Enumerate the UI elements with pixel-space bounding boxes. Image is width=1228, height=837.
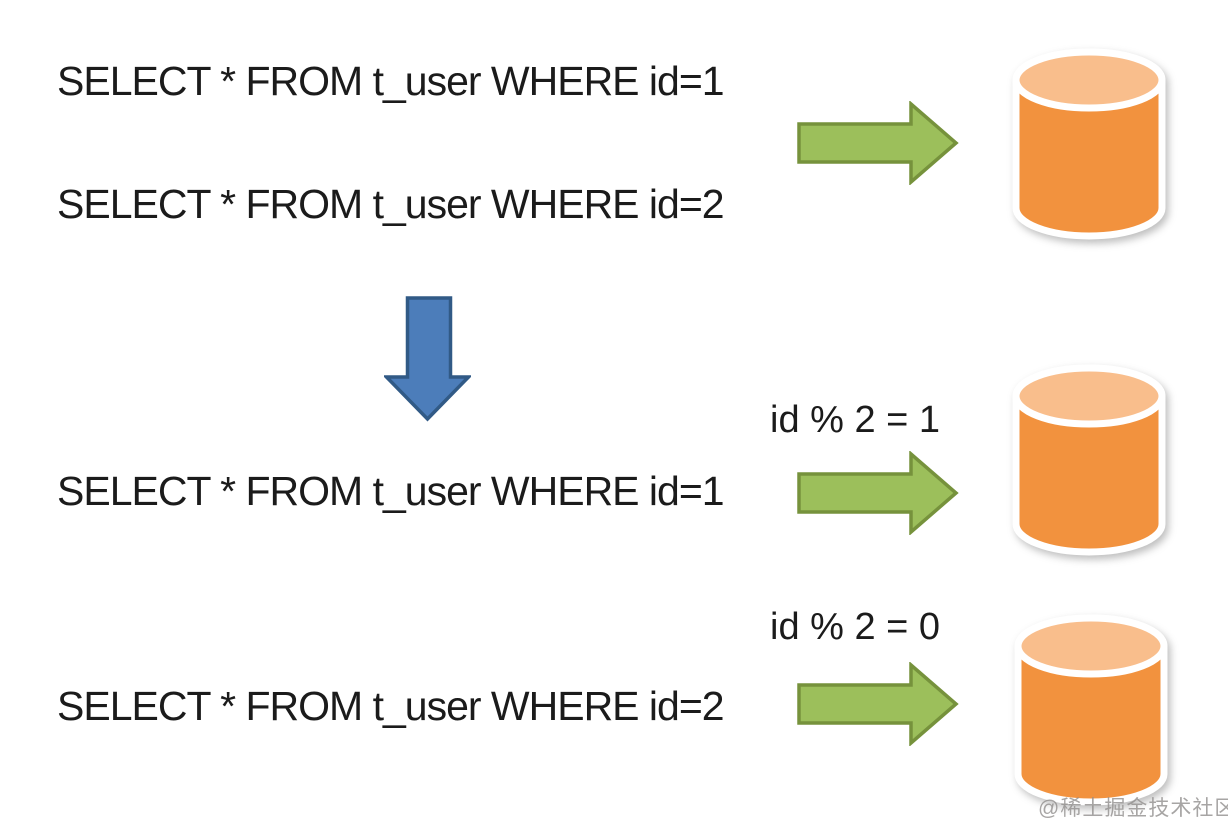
blue-down-arrow-icon: [384, 296, 471, 422]
sql-query-text-3: SELECT * FROM t_user WHERE id=1: [57, 468, 725, 514]
blue-down-arrow-shape: [384, 296, 471, 422]
green-right-arrow-shape: [797, 101, 959, 185]
green-right-arrow-icon: [797, 451, 959, 535]
database-cylinder-icon: [1014, 614, 1168, 806]
database-top: [1014, 614, 1168, 678]
database-cylinder-icon: [1012, 48, 1166, 240]
database-top: [1012, 364, 1166, 428]
database-cylinder-icon: [1012, 364, 1166, 556]
sql-query-text-1: SELECT * FROM t_user WHERE id=1: [57, 58, 725, 104]
route-condition-label-2: id % 2 = 0: [770, 606, 941, 648]
sql-query-text-4: SELECT * FROM t_user WHERE id=2: [57, 683, 725, 729]
route-condition-label-1: id % 2 = 1: [770, 399, 941, 441]
green-right-arrow-shape: [797, 662, 959, 746]
green-right-arrow-shape: [797, 451, 959, 535]
database-top: [1012, 48, 1166, 112]
green-right-arrow-icon: [797, 101, 959, 185]
sql-query-text-2: SELECT * FROM t_user WHERE id=2: [57, 181, 725, 227]
watermark-text: @稀土掘金技术社区: [1038, 797, 1228, 820]
green-right-arrow-icon: [797, 662, 959, 746]
